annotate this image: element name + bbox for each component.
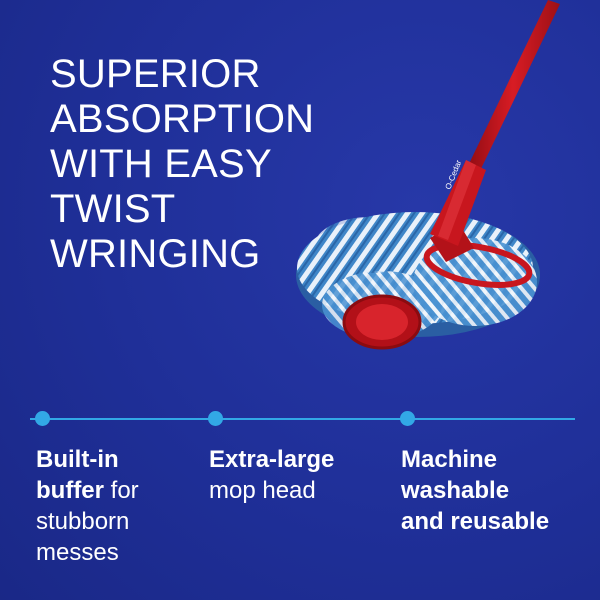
feature-text: stubborn — [36, 508, 130, 535]
feature-built-in-buffer: Built-in buffer for stubborn messes — [36, 444, 139, 568]
feature-dot — [208, 411, 223, 426]
feature-text-bold: washable — [401, 477, 510, 504]
feature-text-bold: and reusable — [401, 508, 550, 535]
mop-head — [296, 212, 540, 350]
headline-line: WRINGING — [50, 232, 261, 276]
feature-dot — [35, 411, 50, 426]
feature-text: for — [104, 477, 139, 504]
feature-dot — [400, 411, 415, 426]
feature-text-bold: Extra-large — [209, 446, 335, 473]
headline-line: TWIST — [50, 187, 176, 231]
feature-text-bold: Built-in — [36, 446, 119, 473]
feature-machine-washable: Machine washable and reusable — [401, 444, 549, 537]
feature-extra-large-mop-head: Extra-large mop head — [209, 444, 334, 506]
scrub-buffer — [342, 294, 422, 350]
feature-text: mop head — [209, 477, 316, 504]
headline-line: WITH EASY — [50, 142, 272, 186]
mop-icon: O-Cedar — [296, 0, 560, 350]
headline-line: SUPERIOR — [50, 52, 261, 96]
headline-line: ABSORPTION — [50, 97, 315, 141]
mop-handle: O-Cedar — [430, 0, 560, 246]
feature-text-bold: Machine — [401, 446, 498, 473]
headline: SUPERIOR ABSORPTION WITH EASY TWIST WRIN… — [50, 52, 330, 277]
feature-text: messes — [36, 539, 119, 566]
feature-text-bold: buffer — [36, 477, 104, 504]
feature-divider-line — [30, 418, 575, 420]
